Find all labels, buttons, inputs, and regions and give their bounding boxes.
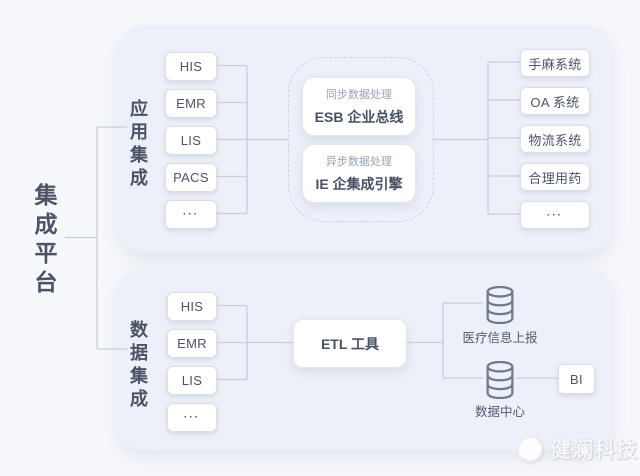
app-source-box-more: ···: [165, 200, 217, 229]
etl-tool-box: ETL 工具: [293, 319, 407, 368]
esb-bus-box: 同步数据处理 ESB 企业总线: [302, 77, 416, 136]
esb-subtitle: 同步数据处理: [326, 89, 392, 101]
data-source-box-emr: EMR: [167, 329, 217, 358]
company-logo-icon: [517, 436, 543, 462]
app-target-box-logistics: 物流系统: [520, 125, 590, 153]
app-target-box-anesthesia: 手麻系统: [520, 49, 590, 77]
data-integration-label: 数据集成: [128, 320, 148, 412]
database-icon: [486, 361, 514, 399]
watermark-text: 健澜科技: [550, 439, 638, 462]
data-source-box-his: HIS: [167, 292, 217, 321]
app-integration-label: 应用集成: [128, 99, 148, 191]
middleware-group: [288, 57, 434, 222]
app-source-box-pacs: PACS: [165, 163, 217, 192]
app-source-box-his: HIS: [165, 52, 217, 81]
watermark: 健澜科技: [517, 434, 638, 464]
app-source-box-emr: EMR: [165, 89, 217, 118]
output-label-datacenter: 数据中心: [474, 405, 525, 419]
ie-title: IE 企集成引擎: [315, 176, 403, 192]
app-source-box-lis: LIS: [165, 126, 217, 155]
database-icon: [486, 286, 514, 324]
esb-title: ESB 企业总线: [314, 109, 404, 125]
app-target-box-more: ···: [520, 201, 590, 229]
data-source-box-more: ···: [167, 403, 217, 432]
data-source-box-lis: LIS: [167, 366, 217, 395]
app-target-box-medication: 合理用药: [520, 163, 590, 191]
output-label-reporting: 医疗信息上报: [462, 331, 538, 345]
app-target-box-oa: OA 系统: [520, 87, 590, 115]
bi-box: BI: [558, 364, 595, 394]
ie-subtitle: 异步数据处理: [326, 156, 392, 168]
root-label: 集成平台: [31, 183, 57, 299]
ie-engine-box: 异步数据处理 IE 企集成引擎: [302, 144, 416, 203]
